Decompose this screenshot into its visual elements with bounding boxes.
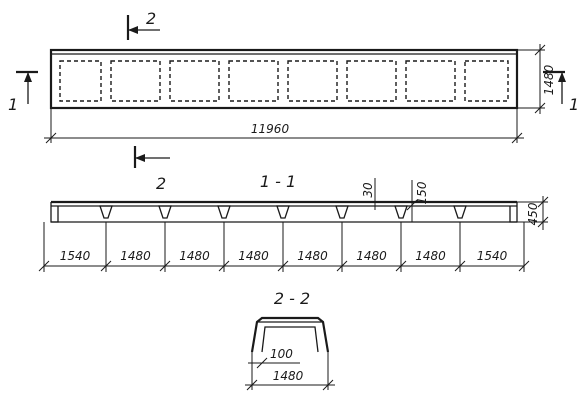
span-tick-group bbox=[38, 222, 530, 272]
section-cut-1-left: 1 bbox=[8, 70, 38, 114]
span-label: 1480 bbox=[415, 249, 446, 263]
plan-void-cell bbox=[405, 60, 456, 102]
plan-width-dimension: 1480 bbox=[517, 44, 556, 114]
section-width-dimension: 1480 bbox=[245, 352, 335, 391]
end-rib-left bbox=[50, 202, 59, 223]
dimension-tick bbox=[45, 132, 57, 144]
cross-rib bbox=[276, 205, 290, 219]
end-rib-right bbox=[509, 202, 518, 223]
view-arrow-head bbox=[24, 72, 32, 82]
plan-void-cell bbox=[169, 60, 220, 102]
view-arrow-head bbox=[135, 154, 145, 162]
plan-length-label: 11960 bbox=[251, 122, 290, 136]
dimension-tick bbox=[159, 260, 171, 272]
rib-width-label: 100 bbox=[270, 347, 293, 361]
rib-height-dimension: 150 bbox=[406, 180, 429, 222]
dimension-tick bbox=[537, 196, 549, 208]
overall-height-dimension: 450 bbox=[517, 196, 549, 230]
plan-void-cell bbox=[110, 60, 161, 102]
dimension-tick bbox=[518, 260, 530, 272]
span-label: 1480 bbox=[179, 249, 210, 263]
dimension-tick bbox=[534, 44, 546, 56]
dimension-tick bbox=[218, 260, 230, 272]
dimension-tick bbox=[511, 132, 523, 144]
section-cut-1-right: 1 bbox=[543, 70, 579, 114]
rib-height-label: 150 bbox=[415, 181, 429, 204]
dimension-tick bbox=[246, 379, 258, 391]
section-cut-2-top: 2 bbox=[126, 9, 160, 40]
cross-rib bbox=[158, 205, 172, 219]
plan-void-cell bbox=[287, 60, 338, 102]
span-label: 1540 bbox=[477, 249, 508, 263]
section-mark-label: 1 bbox=[8, 95, 18, 114]
cross-rib bbox=[217, 205, 231, 219]
span-label: 1480 bbox=[297, 249, 328, 263]
top-thickness-dimension: 30 bbox=[361, 178, 376, 210]
dimension-tick bbox=[38, 260, 50, 272]
plan-outline bbox=[49, 48, 519, 110]
cross-rib bbox=[99, 205, 113, 219]
span-label-group: 1540 1480 1480 1480 1480 1480 1480 1540 bbox=[60, 249, 508, 263]
section-mark-label: 2 bbox=[146, 9, 156, 28]
overall-height-label: 450 bbox=[526, 202, 540, 225]
section-1-1-view bbox=[50, 200, 518, 223]
cross-section-inner bbox=[261, 326, 319, 353]
cross-rib-group bbox=[99, 205, 467, 219]
section-cut-2-bottom: 2 bbox=[133, 146, 170, 193]
dimension-tick bbox=[395, 260, 407, 272]
span-dimension-chain: 1540 1480 1480 1480 1480 1480 1480 1540 bbox=[38, 222, 530, 272]
view-arrow-head bbox=[558, 72, 566, 82]
dimension-tick bbox=[336, 260, 348, 272]
plan-length-dimension: 11960 bbox=[44, 108, 524, 144]
dimension-tick bbox=[322, 379, 334, 391]
plan-width-label: 1480 bbox=[542, 64, 556, 95]
section-width-label: 1480 bbox=[273, 369, 304, 383]
span-label: 1480 bbox=[356, 249, 387, 263]
dimension-tick bbox=[406, 199, 418, 211]
section-1-1-title: 1 - 1 bbox=[260, 172, 296, 191]
dimension-tick bbox=[100, 260, 112, 272]
span-label: 1540 bbox=[60, 249, 91, 263]
plan-void-cell bbox=[59, 60, 102, 102]
plan-void-cell bbox=[228, 60, 279, 102]
section-2-2-view bbox=[250, 316, 330, 353]
plan-cell-group bbox=[59, 60, 509, 102]
plan-view bbox=[49, 48, 519, 110]
rib-width-dimension: 100 bbox=[248, 347, 300, 369]
span-label: 1480 bbox=[238, 249, 269, 263]
dimension-tick bbox=[454, 260, 466, 272]
dimension-tick bbox=[256, 357, 268, 369]
cross-rib bbox=[335, 205, 349, 219]
section-2-2-title: 2 - 2 bbox=[274, 289, 310, 308]
cross-rib bbox=[394, 205, 408, 219]
section-mark-label: 1 bbox=[569, 95, 579, 114]
section-mark-label: 2 bbox=[156, 174, 166, 193]
plan-void-cell bbox=[346, 60, 397, 102]
span-label: 1480 bbox=[120, 249, 151, 263]
dimension-tick bbox=[537, 216, 549, 228]
cross-section-outline bbox=[250, 316, 330, 353]
dimension-tick bbox=[534, 102, 546, 114]
view-arrow-head bbox=[128, 26, 138, 34]
cross-rib bbox=[453, 205, 467, 219]
dimension-tick bbox=[277, 260, 289, 272]
plan-void-cell bbox=[464, 60, 509, 102]
top-thickness-label: 30 bbox=[361, 182, 375, 198]
